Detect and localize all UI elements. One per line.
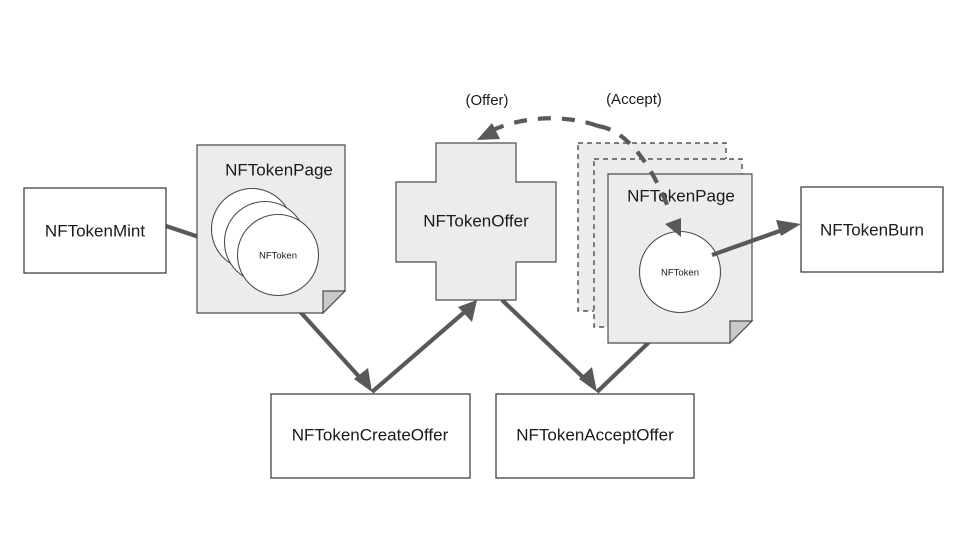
edge-rightpage-to-burn (711, 220, 801, 257)
right-page-fold-icon (729, 320, 754, 345)
node-left-page[interactable]: NFTokenPage NFToken (196, 144, 347, 315)
nftokenoffer-cross (395, 142, 557, 301)
node-nftokenmint[interactable]: NFTokenMint (23, 187, 167, 274)
left-page-label: NFTokenPage (225, 160, 333, 179)
nftokenacceptoffer-label: NFTokenAcceptOffer (516, 425, 674, 444)
nftokenburn-label: NFTokenBurn (820, 220, 924, 239)
node-nftokenburn[interactable]: NFTokenBurn (800, 186, 944, 273)
nftokencreateoffer-box (270, 393, 471, 479)
node-nftokenoffer[interactable]: NFTokenOffer (395, 142, 557, 301)
right-page-token-label: NFToken (661, 268, 699, 279)
right-page-front[interactable]: NFTokenPage NFToken (607, 173, 754, 345)
arrowhead-page-to-createoffer (354, 368, 372, 392)
arrowhead-accept-dashed (665, 218, 681, 237)
nftokenoffer-label: NFTokenOffer (423, 211, 529, 230)
nftokenacceptoffer-box (495, 393, 695, 479)
nftokenmint-label: NFTokenMint (45, 221, 145, 240)
left-page-token-circle-front[interactable] (236, 213, 320, 297)
nftokenburn-box (800, 186, 944, 273)
node-right-page-stack[interactable]: NFTokenPage NFTokenPage NFTokenPage NFTo… (577, 142, 754, 345)
edge-offer-dashed (477, 116, 599, 140)
edge-label-accept: (Accept) (606, 91, 662, 108)
arrowhead-offer-dashed (477, 123, 500, 140)
edge-label-offer: (Offer) (465, 92, 508, 109)
arrowhead-offer-to-acceptoffer (579, 367, 597, 392)
edge-offer-to-acceptoffer (500, 298, 597, 392)
node-nftokenacceptoffer[interactable]: NFTokenAcceptOffer (495, 393, 695, 479)
node-nftokencreateoffer[interactable]: NFTokenCreateOffer (270, 393, 471, 479)
edge-createoffer-to-offer (370, 300, 477, 394)
arrowhead-rightpage-to-burn (776, 220, 801, 236)
right-page-front-label: NFTokenPage (627, 186, 735, 205)
arrowhead-createoffer-to-offer (458, 300, 477, 322)
nftokenmint-box (23, 187, 167, 274)
left-page-fold-icon (322, 290, 347, 315)
edge-accept-dashed (597, 123, 681, 237)
left-page-token-label: NFToken (259, 251, 297, 262)
nftokencreateoffer-label: NFTokenCreateOffer (292, 425, 449, 444)
